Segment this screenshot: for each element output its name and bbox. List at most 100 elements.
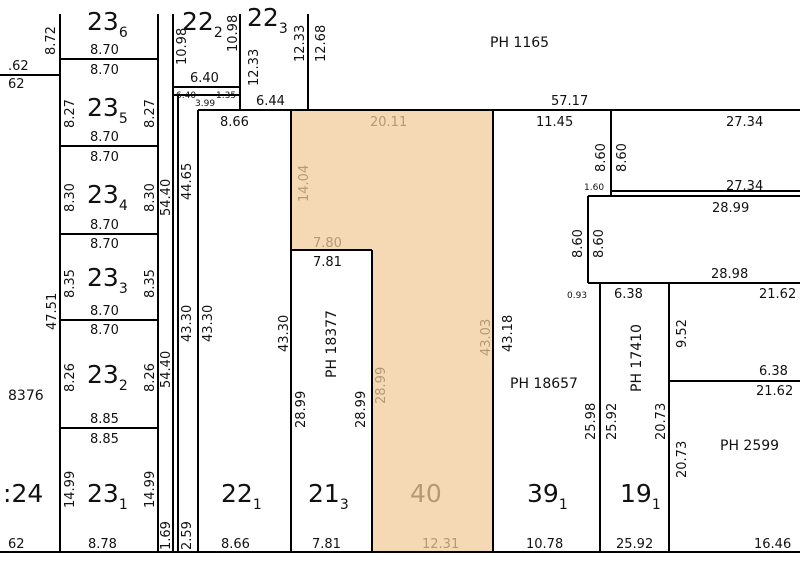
dim: 16.46 [754,537,791,552]
dim: 8.66 [220,115,249,130]
dim: 43.30 [201,305,216,342]
dim: 8.78 [88,537,117,552]
dim: 28.99 [294,391,309,428]
dim: 8.70 [90,150,119,165]
dim: 54.40 [159,179,174,216]
lot-22-3: 223 [247,3,288,37]
dim: 8.27 [143,99,158,128]
dim: 28.99 [712,201,749,216]
dim: 43.30 [180,305,195,342]
dim: 27.34 [726,179,763,194]
dim: 8.60 [615,143,630,172]
dim: 8.26 [63,363,78,392]
dim: 6.44 [256,94,285,109]
dim: 8.66 [221,537,250,552]
label-ph-17410: PH 17410 [629,324,645,392]
dimension-labels: 8.70 8.70 8.70 8.70 8.70 8.70 8.70 8.70 … [8,43,796,552]
dim: 20.11 [370,115,407,130]
lot-23-2: 232 [87,360,128,394]
dim: 28.99 [354,391,369,428]
dim: 6.38 [614,287,643,302]
dim: 8.70 [90,323,119,338]
parcel-boundaries [0,14,800,553]
dim: 0.93 [567,291,587,301]
parcel-40-highlight [291,110,493,552]
dim: 14.99 [143,471,158,508]
dim: 62 [8,537,25,552]
lot-22-1: 221 [221,479,262,513]
dim: 62 [8,77,25,92]
dim: 8.70 [90,304,119,319]
dim: 6.38 [759,364,788,379]
label-8376: 8376 [8,388,44,404]
lot-21-3: 213 [308,479,349,513]
dim: 10.98 [226,15,241,52]
dim: 10.98 [175,28,190,65]
dim: 47.51 [45,293,60,330]
dim: 21.62 [759,287,796,302]
lot-39-1: 391 [527,479,568,513]
dim: 14.99 [63,471,78,508]
dim: 20.73 [654,403,669,440]
dim: 10.78 [526,537,563,552]
label-ph-18377: PH 18377 [324,310,340,378]
lot-19-1: 191 [620,479,661,513]
dim: 8.70 [90,130,119,145]
dim: 12.68 [314,25,329,62]
dim: 3.99 [195,99,215,109]
dim: 2.59 [180,521,195,550]
dim: 9.52 [675,319,690,348]
dim: 25.92 [605,403,620,440]
dim: 20.73 [675,441,690,478]
dim: 44.65 [180,163,195,200]
dim: 8.70 [90,218,119,233]
dim: 11.45 [536,115,573,130]
dim: 43.30 [277,315,292,352]
dim: 54.40 [159,351,174,388]
dim: 6.40 [176,91,196,101]
dim: 25.98 [584,403,599,440]
dim: 57.17 [551,94,588,109]
dim: 8.70 [90,237,119,252]
dim: 43.03 [479,319,494,356]
dim: 14.04 [297,165,312,202]
lot-23-5: 235 [87,93,128,127]
dim: 8.30 [143,183,158,212]
dim: 8.70 [90,43,119,58]
dim: 7.80 [313,236,342,251]
dim: 8.70 [90,63,119,78]
dim: 28.99 [374,367,389,404]
label-ph-18657: PH 18657 [510,376,578,392]
dim: 8.26 [143,363,158,392]
dim: 8.60 [592,229,607,258]
lot-23-1: 231 [87,479,128,513]
dim: 1.35 [216,91,236,101]
dim: 27.34 [726,115,763,130]
lot-22-2: 222 [182,7,223,41]
dim: 21.62 [756,384,793,399]
dim: 12.33 [293,25,308,62]
lot-23-4: 234 [87,180,128,214]
lot-24-partial: :24 [3,479,43,508]
dim: 8.60 [571,229,586,258]
dim: 12.31 [422,537,459,552]
dim: 8.85 [90,432,119,447]
dim: 12.33 [247,49,262,86]
dim: 7.81 [313,255,342,270]
dimension-labels-vertical: 8.72 8.27 8.27 8.30 8.30 8.35 8.35 8.26 … [44,15,690,550]
dim: 8.85 [90,412,119,427]
dim: 43.18 [501,315,516,352]
label-ph-2599: PH 2599 [720,438,779,454]
dim: 6.40 [190,71,219,86]
lot-23-6: 236 [87,7,128,41]
dim: 8.72 [44,26,59,55]
dim: 7.81 [312,537,341,552]
label-ph-1165: PH 1165 [490,35,549,51]
dim: 8.27 [63,99,78,128]
lot-40: 40 [410,479,442,508]
dim: 1.60 [584,183,604,193]
dim: 8.30 [63,183,78,212]
dim: 8.35 [63,269,78,298]
dim: 28.98 [711,267,748,282]
